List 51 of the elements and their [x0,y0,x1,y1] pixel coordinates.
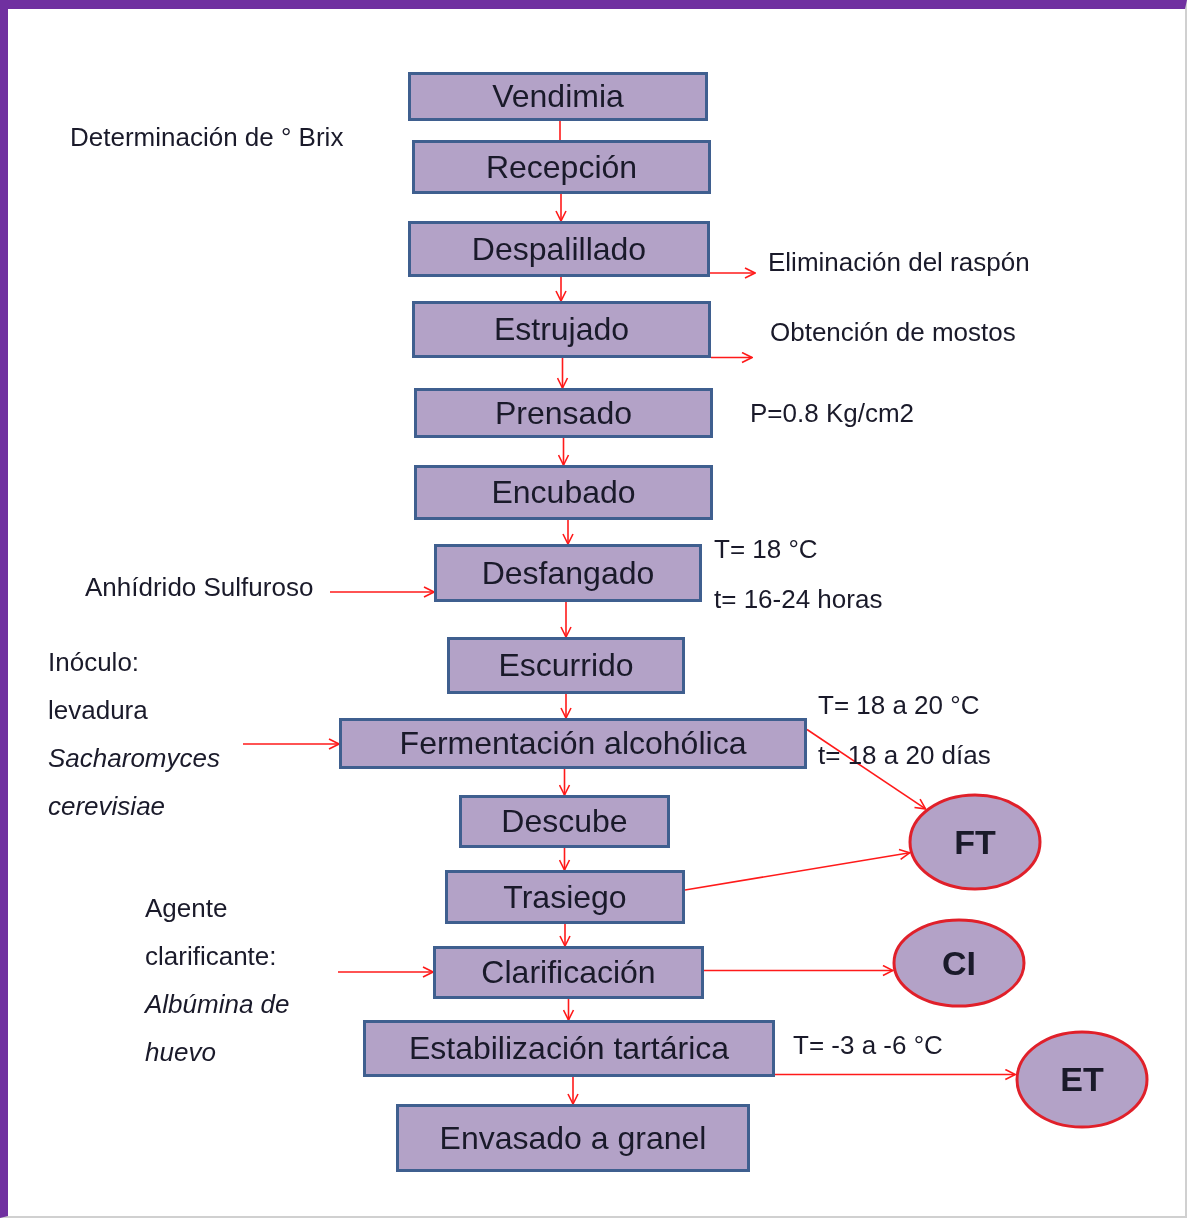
note-text: Eliminación del raspón [768,246,1030,279]
arrow [560,601,572,638]
arrow [242,738,340,750]
process-box: Recepción [412,140,711,194]
arrow [774,1068,1017,1081]
process-box: Despalillado [408,221,710,277]
arrow [709,267,756,279]
annotation-text: T= -3 a -6 °C [793,1030,943,1061]
process-box: Estrujado [412,301,711,358]
arrow [329,586,435,598]
process-box: Envasado a granel [396,1104,750,1172]
annotation-text: Determinación de ° Brix [70,122,344,153]
arrow [562,519,574,545]
process-box: Fermentación alcohólica [339,718,807,769]
process-box: Clarificación [433,946,704,999]
process-box: Escurrido [447,637,685,694]
arrow [337,966,434,978]
arrow [557,437,570,466]
arrow [806,728,927,810]
annotation-text: T= 18 a 20 °C [818,690,980,721]
arrow [556,357,569,389]
annotation-text: T= 18 °C [714,534,818,565]
process-box: Descube [459,795,670,848]
note-text: Inóculo: levadura Sacharomyces cerevisiae [48,646,221,823]
arrow [684,848,911,891]
process-box: Estabilización tartárica [363,1020,775,1077]
note-text: Obtención de mostos [770,316,1016,349]
arrow [558,768,571,796]
arrow [560,693,572,719]
arrow [562,998,575,1021]
process-box: Encubado [414,465,713,520]
arrow [703,964,894,977]
arrow [558,847,571,871]
ellipse-label: ET [1060,1060,1104,1099]
arrow [710,351,753,364]
ellipse-label: FT [954,822,996,862]
arrow [559,923,571,947]
process-box: Vendimia [408,72,708,121]
annotation-text: t= 16-24 horas [714,584,883,615]
arrow [555,193,567,222]
note-text: Agente clarificante: Albúmina de huevo [145,892,291,1069]
connector-line [559,120,561,141]
process-box: Trasiego [445,870,685,924]
ellipse-label: CI [942,943,976,983]
annotation-text: P=0.8 Kg/cm2 [750,398,915,429]
arrow [555,276,567,302]
arrow [567,1076,579,1105]
process-box: Prensado [414,388,713,438]
process-box: Desfangado [434,544,702,602]
annotation-text: t= 18 a 20 días [818,740,991,771]
note-text: Anhídrido Sulfuroso [85,571,314,604]
